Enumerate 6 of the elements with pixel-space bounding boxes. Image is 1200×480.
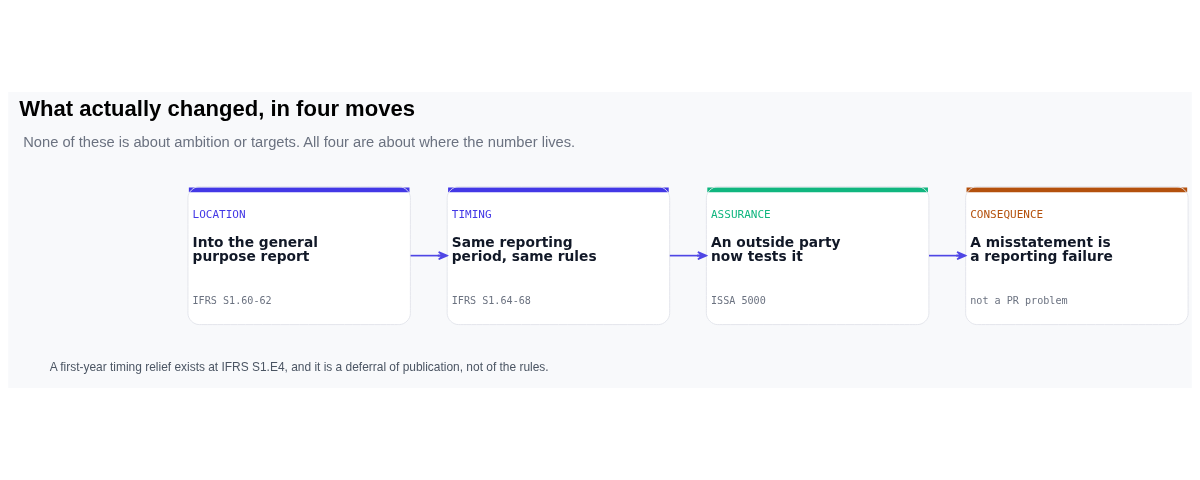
- arrow: [668, 251, 707, 261]
- arrow: [409, 251, 448, 261]
- arrow: [928, 251, 967, 261]
- label: A first-year timing relief exists at IFRS S1.E4, and it is a deferral of publication, not of the rules.: [49, 359, 549, 374]
- label: None of these is about ambition or targets. All four are about where the number lives.: [23, 133, 576, 150]
- diagram-title: What actually changed, in four moves: [19, 96, 415, 122]
